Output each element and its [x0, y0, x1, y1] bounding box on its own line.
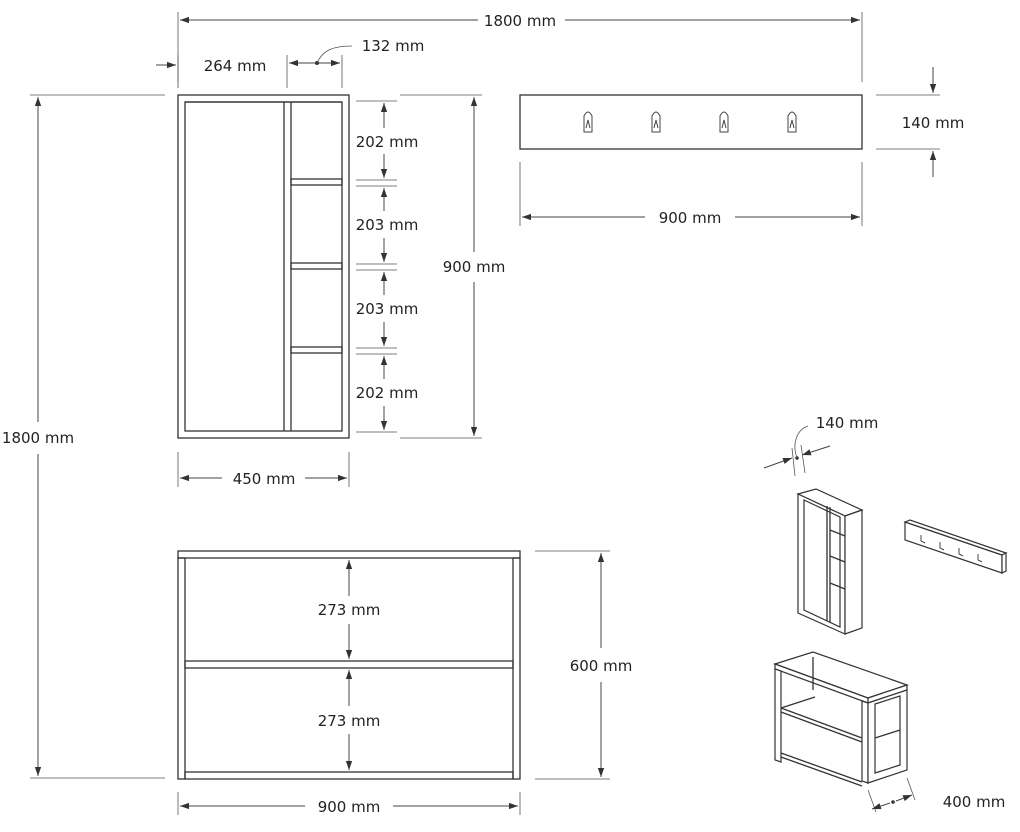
dim-iso-cabinet-depth: 140 mm — [763, 414, 879, 477]
dim-label-hanger-height: 140 mm — [902, 114, 965, 132]
dim-label-bench-shelf-2: 273 mm — [318, 712, 381, 730]
hook-icon — [787, 111, 797, 133]
dim-bench-width: 900 mm — [177, 792, 521, 816]
dim-total-width: 1800 mm — [177, 12, 863, 82]
dim-label-cabinet-width: 450 mm — [233, 470, 296, 488]
hook-icon — [977, 554, 983, 563]
dim-label-hanger-width: 900 mm — [659, 209, 722, 227]
dim-hanger-height: 140 mm — [876, 67, 964, 177]
dim-label-bench-width: 900 mm — [318, 798, 381, 816]
dim-cabinet-height: 900 mm — [400, 94, 506, 439]
dim-label-264: 264 mm — [204, 57, 267, 75]
cabinet-front-view — [177, 94, 350, 439]
dim-label-bench-height: 600 mm — [570, 657, 633, 675]
hook-icon — [920, 535, 926, 544]
cabinet-iso-view — [796, 488, 864, 635]
dim-iso-bench-depth: 400 mm — [867, 777, 1006, 813]
dim-label-iso-depth-400: 400 mm — [943, 793, 1006, 811]
hook-icon — [958, 548, 964, 557]
hook-icon — [651, 111, 661, 133]
dim-label-total-height: 1800 mm — [2, 429, 74, 447]
dim-label-132: 132 mm — [362, 37, 425, 55]
dim-shelf-heights: 202 mm 203 mm 203 mm 202 mm — [356, 100, 419, 433]
dim-bench-height: 600 mm — [535, 550, 633, 780]
dim-bench-shelves: 273 mm 273 mm — [318, 560, 381, 770]
dim-label-cabinet-height: 900 mm — [443, 258, 506, 276]
dim-label-iso-depth-140: 140 mm — [816, 414, 879, 432]
coat-hanger-front-view — [519, 94, 863, 150]
dim-label-shelf-2: 203 mm — [356, 216, 419, 234]
dim-label-shelf-1: 202 mm — [356, 133, 419, 151]
dim-label-shelf-3: 203 mm — [356, 300, 419, 318]
dim-label-total-width: 1800 mm — [484, 12, 556, 30]
dim-cabinet-width: 450 mm — [177, 452, 350, 488]
dim-hanger-width: 900 mm — [519, 162, 863, 227]
hook-icon — [719, 111, 729, 133]
hook-icon — [583, 111, 593, 133]
dim-cabinet-compartment-width: 264 mm — [156, 55, 266, 88]
hook-icon — [939, 542, 945, 551]
dim-cabinet-shelf-width: 132 mm — [286, 37, 425, 88]
dim-total-height: 1800 mm — [2, 94, 165, 779]
bench-iso-view — [773, 651, 909, 787]
bench-front-view — [177, 550, 521, 780]
dim-label-shelf-4: 202 mm — [356, 384, 419, 402]
dim-label-bench-shelf-1: 273 mm — [318, 601, 381, 619]
coat-hanger-iso-view — [903, 519, 1008, 574]
